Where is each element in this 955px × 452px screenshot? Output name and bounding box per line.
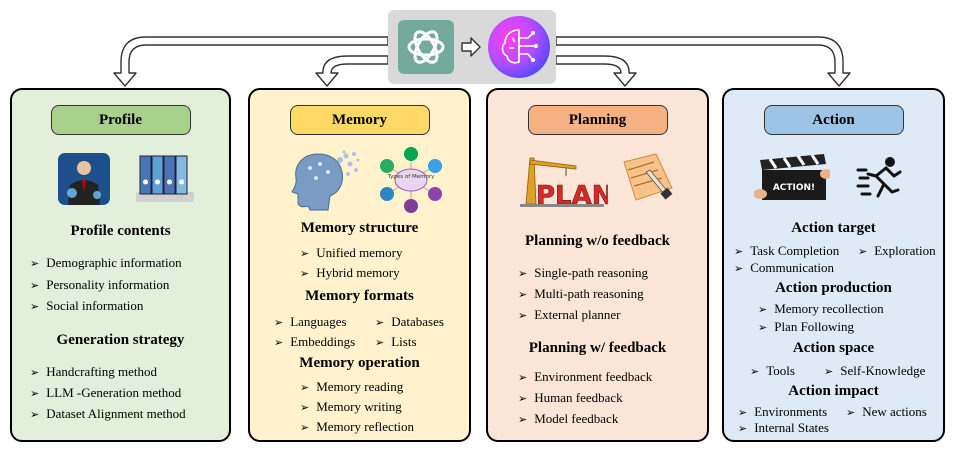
arrow-to-planning <box>555 55 637 87</box>
chatgpt-logo <box>398 20 454 74</box>
connector-arrows <box>113 36 851 87</box>
list-item: Internal States <box>738 420 829 436</box>
action-impact-heading: Action impact <box>788 383 879 399</box>
arrow-right-icon <box>461 37 481 57</box>
arrow-to-action <box>555 36 851 87</box>
list-item: Multi-path reasoning <box>518 286 643 302</box>
list-item: Self-Knowledge <box>824 363 925 379</box>
list-item: Environment feedback <box>518 369 652 385</box>
runner-icon <box>856 157 902 198</box>
list-item: Environments <box>738 404 827 420</box>
arrow-to-memory <box>315 55 389 87</box>
planning-panel: Planning PLAN Planning w/o feedback Sing… <box>486 88 709 442</box>
list-item: External planner <box>518 307 620 323</box>
list-item: Exploration <box>858 243 935 259</box>
list-item: Personality information <box>30 277 169 293</box>
planning-with-feedback-heading: Planning w/ feedback <box>528 340 667 356</box>
list-item: Hybrid memory <box>300 265 399 281</box>
planning-title: Planning <box>527 105 668 135</box>
list-item: Demographic information <box>30 255 181 271</box>
generation-strategy-heading: Generation strategy <box>56 332 185 348</box>
list-item: Task Completion <box>734 243 839 259</box>
businessman-icon <box>58 153 110 205</box>
ai-brain-icon <box>488 16 550 78</box>
action-target-heading: Action target <box>791 220 876 236</box>
planning-without-feedback-heading: Planning w/o feedback <box>524 233 671 249</box>
list-item: Human feedback <box>518 390 622 406</box>
digital-head-icon <box>291 150 360 211</box>
action-space-heading: Action space <box>792 340 875 356</box>
file-folders-icon <box>136 155 194 202</box>
list-item: Databases <box>375 314 444 330</box>
list-item: Memory reflection <box>300 419 414 435</box>
list-item: Memory writing <box>300 399 402 415</box>
list-item: Dataset Alignment method <box>30 406 185 422</box>
list-item: Embeddings <box>274 334 355 350</box>
list-item: Unified memory <box>300 245 402 261</box>
plan-crane-icon: PLAN <box>520 157 608 208</box>
memory-structure-heading: Memory structure <box>300 220 419 236</box>
profile-title: Profile <box>50 105 191 135</box>
list-item: New actions <box>846 404 927 420</box>
action-panel: Action ACTION! Action target Task Comple… <box>722 88 945 442</box>
list-item: Tools <box>750 363 795 379</box>
list-item: Memory recollection <box>758 301 883 317</box>
list-item: Plan Following <box>758 319 854 335</box>
memory-operation-heading: Memory operation <box>299 355 420 371</box>
list-item: Memory reading <box>300 379 403 395</box>
profile-panel: Profile Profile contents Demographic inf… <box>10 88 231 442</box>
list-item: Handcrafting method <box>30 364 157 380</box>
list-item: Communication <box>734 260 834 276</box>
types-of-memory-label: Types of Memory <box>387 174 435 180</box>
clapperboard-icon: ACTION! <box>754 154 830 200</box>
memory-formats-heading: Memory formats <box>305 288 414 304</box>
list-item: Social information <box>30 298 143 314</box>
list-item: LLM -Generation method <box>30 385 181 401</box>
plan-word-label: PLAN <box>536 181 608 208</box>
list-item: Single-path reasoning <box>518 265 648 281</box>
list-item: Model feedback <box>518 411 618 427</box>
list-item: Languages <box>274 314 346 330</box>
arrow-to-profile <box>113 36 389 87</box>
profile-contents-heading: Profile contents <box>70 223 171 239</box>
action-production-heading: Action production <box>775 280 892 296</box>
action-title: Action <box>763 105 904 135</box>
llm-agent-box <box>388 10 556 84</box>
types-of-memory-icon: Types of Memory <box>380 147 442 213</box>
memory-title: Memory <box>289 105 430 135</box>
list-item: Lists <box>375 334 416 350</box>
memory-panel: Memory Types of Memory Memory structure … <box>248 88 471 442</box>
action-clap-label: ACTION! <box>773 183 815 193</box>
paper-plan-icon <box>623 153 673 201</box>
